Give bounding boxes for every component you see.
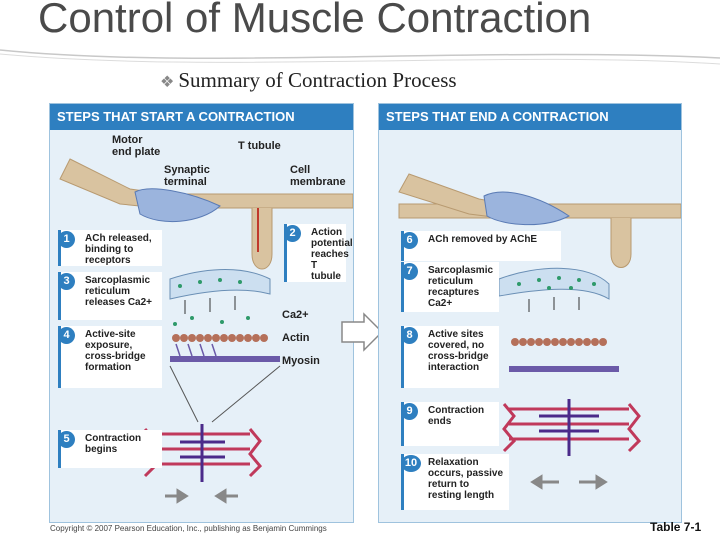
title-decoration [0,49,720,65]
slide-title: Control of Muscle Contraction [38,0,592,41]
end-contraction-illustration [398,173,681,490]
step-4-text: Active-site exposure, cross-bridge forma… [85,329,146,373]
step-5-text: Contraction begins [85,433,142,455]
start-contraction-panel: STEPS THAT START A CONTRACTION [49,103,354,523]
step-1-badge: 1 [58,231,75,248]
step-1-box: ACh released, binding to receptors [58,230,162,266]
step-8-badge: 8 [401,327,418,344]
step-6-box: ACh removed by AChE [401,231,561,261]
step-3-text: Sarcoplasmic reticulum releases Ca2+ [85,275,153,308]
step-1-text: ACh released, binding to receptors [85,233,152,266]
right-arrow-icon [341,312,384,352]
copyright-notice: Copyright © 2007 Pearson Education, Inc.… [50,524,327,533]
step-2-badge: 2 [284,225,301,242]
step-3-badge: 3 [58,273,75,290]
step-2-box: Action potential reaches T tubule [284,224,353,282]
start-contraction-illustration [59,158,353,504]
end-panel-header: STEPS THAT END A CONTRACTION [379,104,681,130]
step-7-badge: 7 [401,263,418,280]
step-6-badge: 6 [401,232,418,249]
step-7-text: Sarcoplasmic reticulum recaptures Ca2+ [428,265,494,309]
cell-membrane-label: Cell membrane [290,164,346,188]
step-10-text: Relaxation occurs, passive return to res… [428,457,504,501]
step-5-box: Contraction begins [58,430,162,468]
start-panel-header: STEPS THAT START A CONTRACTION [50,104,353,130]
step-4-badge: 4 [58,327,75,344]
subtitle-text: Summary of Contraction Process [178,68,457,92]
slide-subtitle: ❖Summary of Contraction Process [160,68,457,93]
step-3-box: Sarcoplasmic reticulum releases Ca2+ [58,272,162,320]
motor-end-plate-label: Motor end plate [112,134,161,158]
actin-label: Actin [282,332,310,344]
bullet-icon: ❖ [160,74,175,91]
t-tubule-label: T tubule [238,140,281,152]
myosin-label: Myosin [282,355,320,367]
synaptic-terminal-label: Synaptic terminal [164,164,210,188]
step-9-text: Contraction ends [428,405,485,427]
step-5-badge: 5 [58,431,75,448]
table-reference: Table 7-1 [650,520,702,534]
step-2-text: Action potential reaches T tubule [311,227,353,282]
ca-label: Ca2+ [282,309,309,321]
step-4-box: Active-site exposure, cross-bridge forma… [58,326,162,388]
end-contraction-panel: STEPS THAT END A CONTRACTION [378,103,682,523]
step-9-badge: 9 [401,403,418,420]
step-8-text: Active sites covered, no cross-bridge in… [428,329,489,373]
step-8-box: Active sites covered, no cross-bridge in… [401,326,499,388]
step-10-badge: 10 [401,455,421,472]
step-6-text: ACh removed by AChE [428,234,538,245]
